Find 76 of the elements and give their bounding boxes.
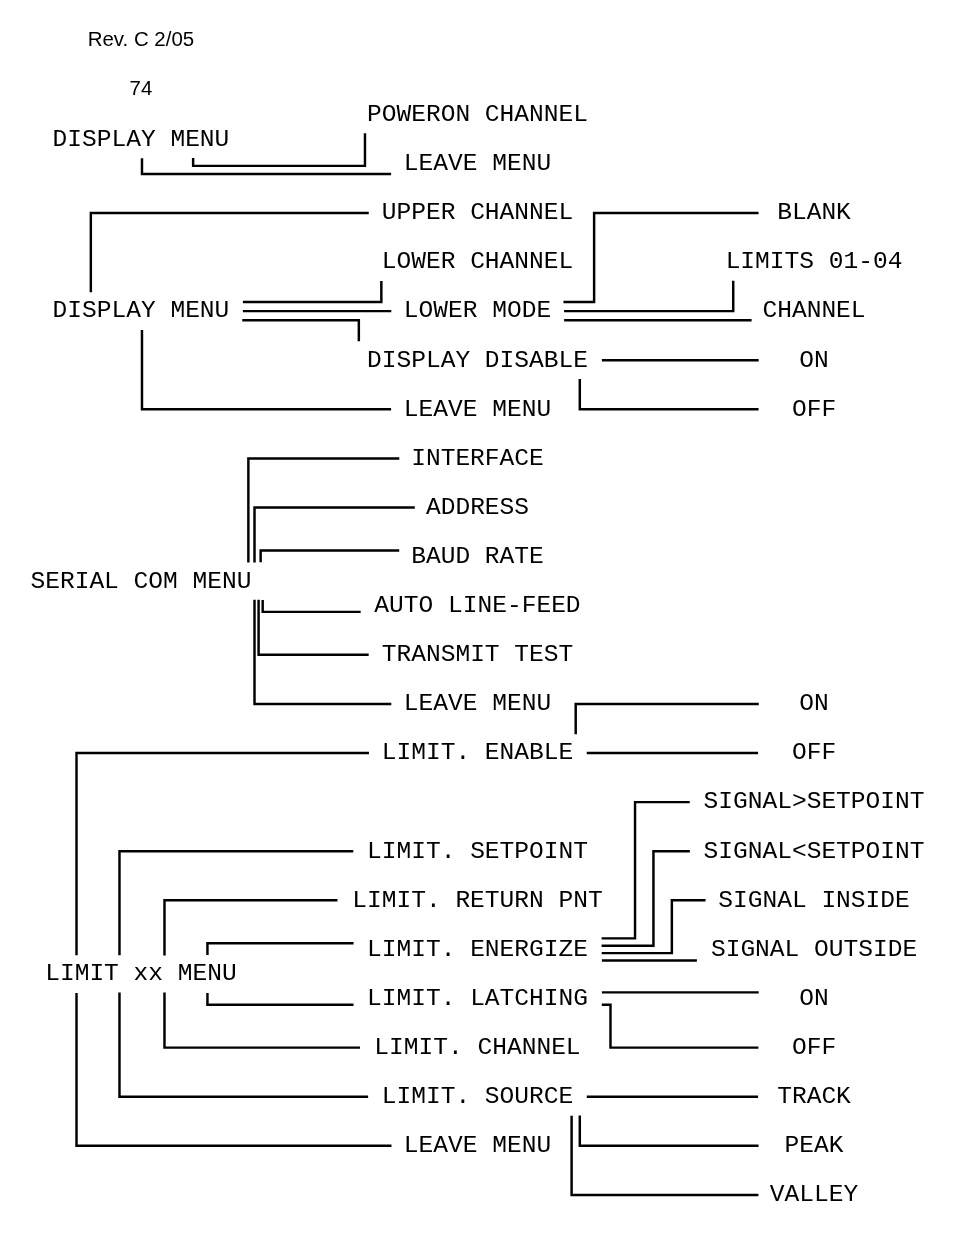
- connector: [241, 318, 360, 341]
- connector: [586, 751, 758, 754]
- node-text: VALLEY: [769, 1180, 858, 1208]
- connector: [569, 1115, 758, 1196]
- connector: [162, 898, 337, 955]
- connector: [162, 992, 360, 1049]
- node-text: DISPLAY MENU: [52, 296, 229, 324]
- connector: [246, 456, 399, 563]
- node-text: OFF: [791, 738, 836, 766]
- connector: [601, 800, 690, 940]
- node-text: LIMIT. SOURCE: [381, 1082, 573, 1110]
- node-text: LOWER MODE: [403, 296, 551, 324]
- node-text: LIMIT. RETURN PNT: [351, 886, 603, 914]
- node-text: BLANK: [776, 198, 851, 226]
- node-text: DISPLAY DISABLE: [366, 346, 588, 374]
- node-text: ON: [798, 346, 829, 374]
- node-text: PEAK: [784, 1131, 844, 1159]
- node-text: SIGNAL>SETPOINT: [703, 787, 925, 815]
- connector: [601, 358, 759, 361]
- node-text: LIMIT. ENABLE: [381, 738, 573, 766]
- connector: [256, 599, 369, 656]
- connector: [258, 548, 399, 562]
- node-text: LEAVE MENU: [403, 395, 551, 423]
- node-text: BAUD RATE: [410, 542, 544, 570]
- connector: [601, 1002, 758, 1049]
- connector: [117, 992, 368, 1098]
- connector: [573, 702, 759, 734]
- node-text: CHANNEL: [761, 296, 866, 324]
- node-text: LEAVE MENU: [403, 149, 551, 177]
- connector: [563, 280, 734, 312]
- node-text: OFF: [791, 1033, 836, 1061]
- node-text: SIGNAL OUTSIDE: [710, 935, 917, 963]
- connector: [601, 990, 759, 994]
- connector: [252, 505, 415, 563]
- connector: [578, 1115, 759, 1147]
- connector: [601, 849, 690, 947]
- node-text: AUTO LINE-FEED: [373, 591, 581, 619]
- connector: [563, 318, 752, 322]
- connector: [191, 132, 366, 167]
- connector: [242, 309, 391, 312]
- node-text: ADDRESS: [425, 493, 529, 521]
- connector: [117, 849, 353, 955]
- node-text: LEAVE MENU: [403, 689, 551, 717]
- connector: [260, 599, 361, 613]
- connector: [601, 958, 697, 962]
- node-text: LIMIT xx MENU: [44, 959, 237, 987]
- label: 74: [129, 75, 152, 99]
- node-text: SIGNAL<SETPOINT: [703, 837, 925, 865]
- connector: [562, 211, 759, 303]
- connector: [252, 599, 391, 705]
- node-text: DISPLAY MENU: [52, 125, 229, 153]
- node-text: LIMIT. CHANNEL: [373, 1033, 581, 1061]
- connector: [578, 378, 759, 411]
- node-text: SERIAL COM MENU: [29, 567, 251, 595]
- node-text: LEAVE MENU: [403, 1131, 551, 1159]
- node-text: INTERFACE: [410, 444, 544, 472]
- connector: [140, 329, 391, 411]
- connector: [74, 992, 391, 1147]
- node-text: SIGNAL INSIDE: [717, 886, 910, 914]
- node-text: ON: [798, 689, 829, 717]
- label: Rev. C 2/05: [87, 26, 194, 50]
- node-text: LIMITS 01-04: [725, 247, 902, 275]
- node-text: ON: [798, 984, 829, 1012]
- connector: [601, 898, 706, 954]
- node-text: LIMIT. SETPOINT: [366, 837, 588, 865]
- connector: [89, 211, 369, 292]
- node-text: LIMIT. ENERGIZE: [366, 935, 588, 963]
- node-text: POWERON CHANNEL: [366, 100, 588, 128]
- node-text: LOWER CHANNEL: [381, 247, 573, 275]
- node-text: TRANSMIT TEST: [381, 640, 573, 668]
- connector: [586, 1095, 758, 1098]
- connector: [74, 751, 369, 955]
- node-text: OFF: [791, 395, 836, 423]
- node-text: LIMIT. LATCHING: [366, 984, 588, 1012]
- node-text: TRACK: [776, 1082, 851, 1110]
- node-text: UPPER CHANNEL: [381, 198, 573, 226]
